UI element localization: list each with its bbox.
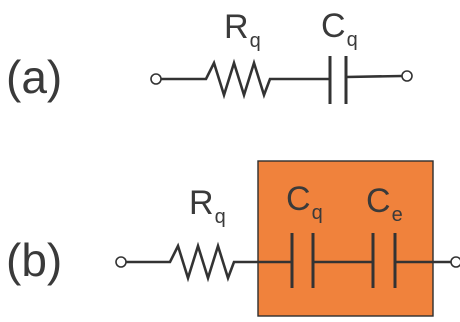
panel-a-label: (a) [6, 51, 62, 103]
panel-b-resistor-label: Rq [189, 184, 226, 228]
panel-b: (b) Rq Cq Ce [6, 160, 460, 317]
panel-b-capacitor-1-label: Cq [286, 180, 323, 224]
panel-b-capacitor-2-label: Ce [366, 182, 403, 226]
panel-b-left-terminal [115, 256, 127, 268]
panel-b-right-terminal [450, 256, 460, 268]
panel-a-left-terminal [150, 73, 162, 85]
highlight-box [257, 160, 434, 317]
panel-b-resistor [126, 241, 292, 283]
panel-a-capacitor-label: Cq [321, 7, 358, 51]
panel-a: (a) Rq Cq [6, 7, 413, 104]
panel-a-right-terminal [401, 70, 413, 82]
panel-b-label: (b) [6, 234, 62, 286]
panel-a-resistor [161, 58, 330, 100]
panel-a-wire-right [345, 74, 403, 79]
panel-a-resistor-label: Rq [224, 8, 261, 52]
